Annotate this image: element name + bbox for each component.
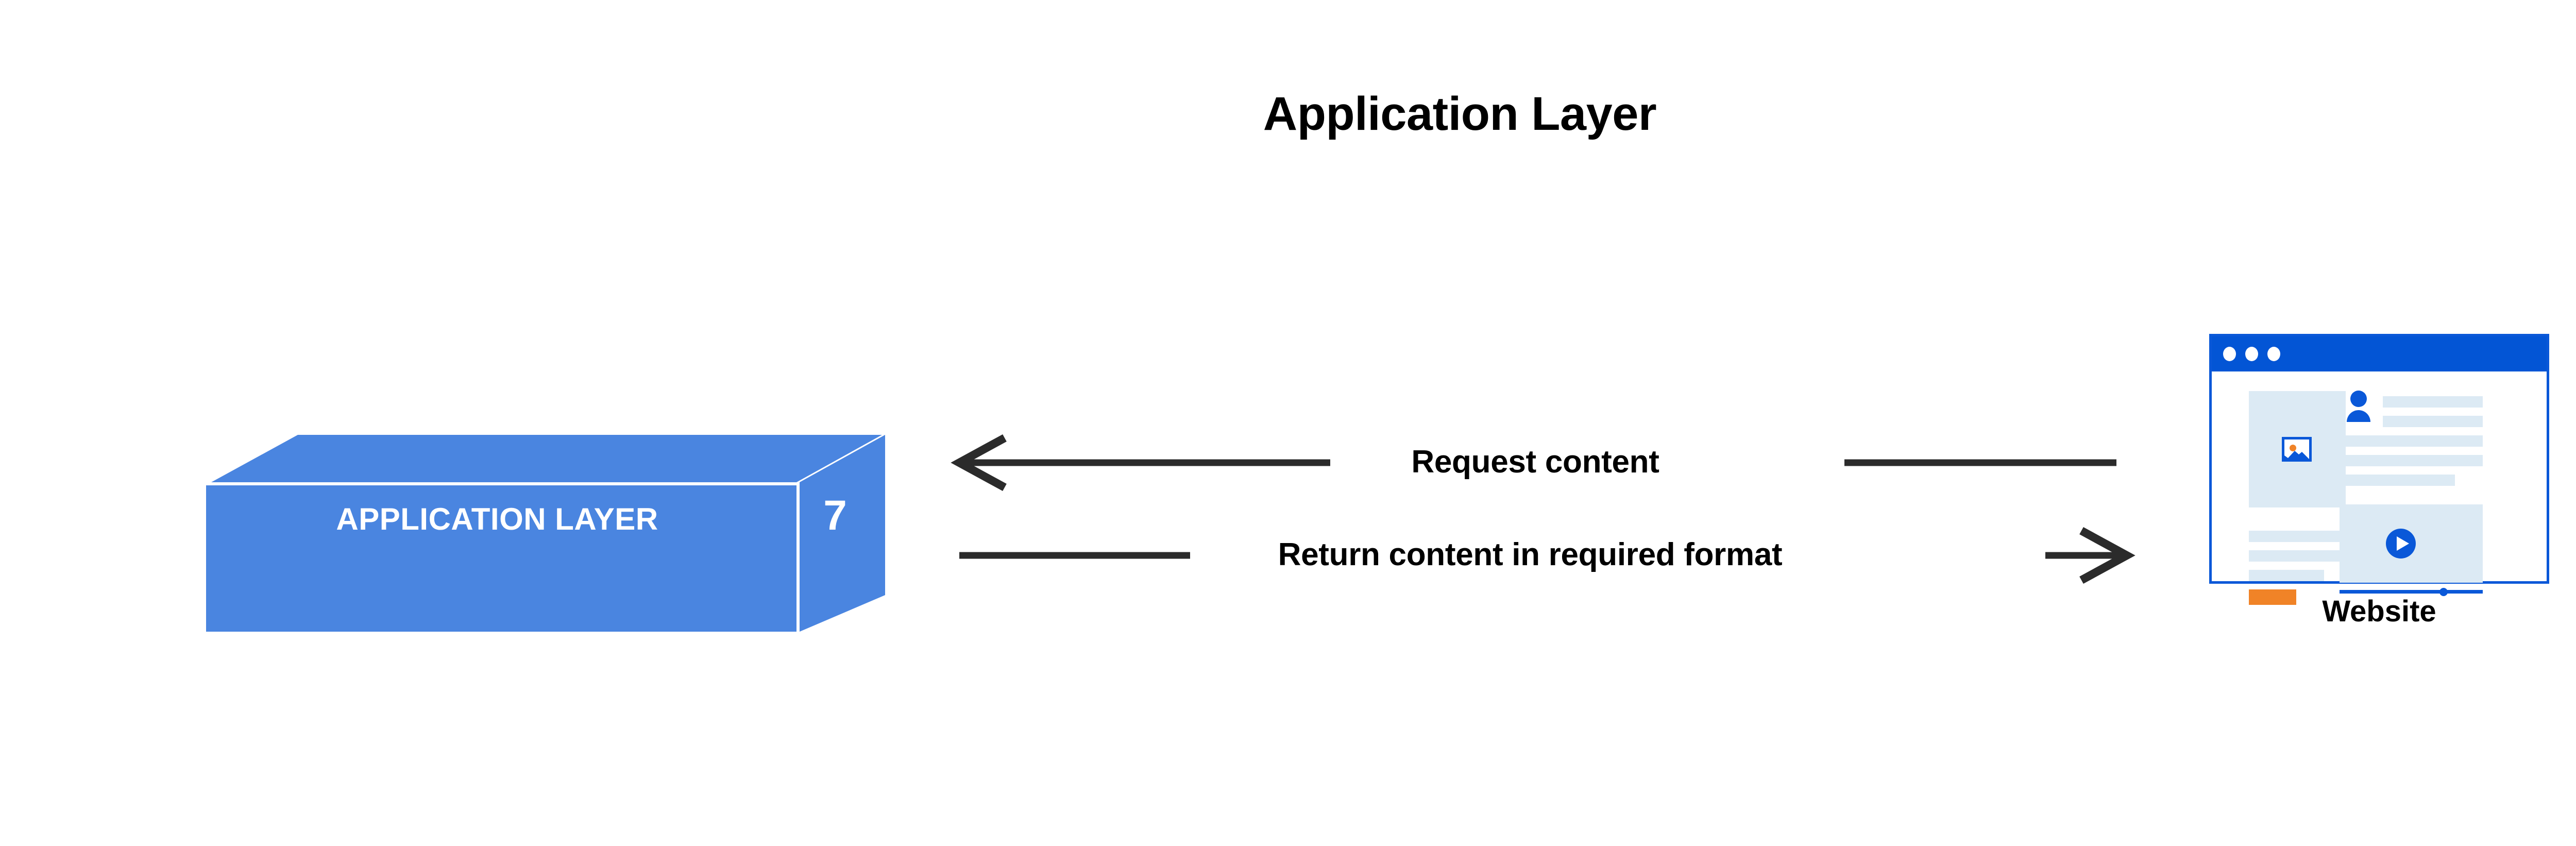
return-arrow-head bbox=[2079, 527, 2136, 584]
window-minimize-dot-icon[interactable] bbox=[2245, 347, 2258, 361]
avatar-icon bbox=[2347, 391, 2370, 422]
video-seek-handle[interactable] bbox=[2439, 588, 2448, 596]
cta-button[interactable] bbox=[2249, 589, 2296, 605]
layer-box-shape bbox=[206, 435, 885, 632]
text-line bbox=[2249, 550, 2346, 562]
window-maximize-dot-icon[interactable] bbox=[2267, 347, 2280, 361]
text-line bbox=[2340, 435, 2483, 447]
return-content-label: Return content in required format bbox=[1278, 537, 1783, 572]
box-front-face bbox=[206, 485, 796, 632]
box-top-face bbox=[211, 435, 882, 482]
text-line bbox=[2383, 416, 2483, 427]
text-line bbox=[2249, 531, 2346, 542]
text-line bbox=[2249, 570, 2324, 581]
browser-titlebar bbox=[2212, 336, 2547, 371]
text-line bbox=[2340, 475, 2455, 486]
website-caption: Website bbox=[2322, 595, 2436, 628]
window-close-dot-icon[interactable] bbox=[2223, 347, 2236, 361]
request-content-label: Request content bbox=[1411, 444, 1659, 480]
request-arrow-head bbox=[951, 434, 1007, 492]
browser-window bbox=[2209, 334, 2549, 605]
play-triangle-icon bbox=[2397, 536, 2409, 551]
image-icon bbox=[2282, 437, 2312, 462]
image-icon-mountains bbox=[2284, 451, 2309, 459]
video-seek-bar[interactable] bbox=[2340, 590, 2483, 594]
page-title: Application Layer bbox=[1263, 88, 1657, 140]
box-side-face bbox=[800, 435, 885, 632]
text-line bbox=[2340, 455, 2483, 466]
arrow-lines bbox=[951, 434, 2136, 584]
text-line bbox=[2383, 396, 2483, 408]
image-icon-sun bbox=[2290, 445, 2296, 451]
website-illustration: Website bbox=[2209, 334, 2552, 627]
play-icon[interactable] bbox=[2386, 529, 2416, 559]
browser-content bbox=[2212, 371, 2547, 605]
application-layer-box: APPLICATION LAYER 7 bbox=[185, 428, 907, 644]
arrow-group: Request content Return content in requir… bbox=[948, 422, 2143, 593]
